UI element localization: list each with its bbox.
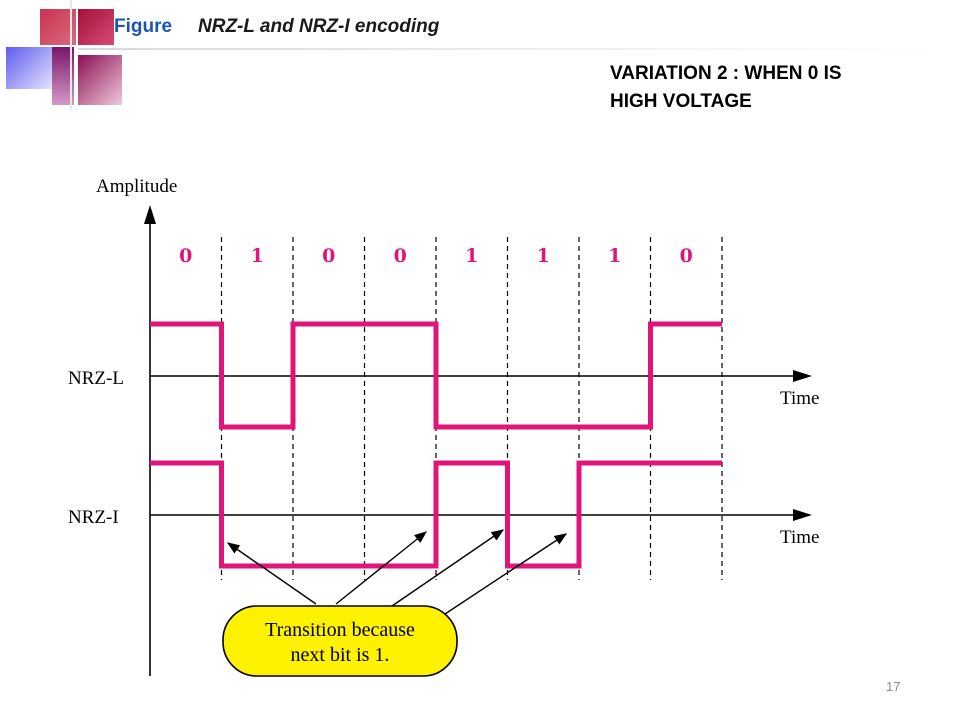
- callout-line-1: Transition because: [265, 619, 415, 641]
- callout-arrow-1: [226, 542, 317, 605]
- figure-title: NRZ-L and NRZ-I encoding: [198, 16, 440, 37]
- nrz-i-waveform: [150, 460, 722, 569]
- amplitude-label: Amplitude: [96, 176, 177, 197]
- callout-arrow-2: [335, 531, 427, 605]
- bit-value: 0: [322, 245, 335, 267]
- variation-note: VARIATION 2 : WHEN 0 IS HIGH VOLTAGE: [610, 60, 930, 116]
- bit-value: 1: [537, 245, 550, 267]
- amplitude-axis-arrowhead: [144, 205, 156, 224]
- bit-value: 1: [608, 245, 621, 267]
- nrz-l-time-label: Time: [780, 388, 819, 409]
- callout-arrow-4: [441, 533, 568, 617]
- bit-value: 0: [680, 245, 693, 267]
- nrz-i-time-arrowhead: [793, 509, 812, 521]
- callout-line-2: next bit is 1.: [291, 644, 390, 666]
- bit-labels: 0 1 0 0 1 1 1 0: [179, 245, 693, 267]
- nrz-l-time-arrowhead: [793, 370, 812, 382]
- callout-arrows: [226, 529, 568, 617]
- nrz-l-waveform: [150, 321, 722, 430]
- bit-dividers: [220, 237, 723, 580]
- title-bar: Figure NRZ-L and NRZ-I encoding: [78, 9, 938, 49]
- callout-arrow-3: [391, 529, 505, 607]
- nrz-i-label: NRZ-I: [68, 507, 119, 528]
- bit-value: 1: [465, 245, 478, 267]
- bit-value: 1: [251, 245, 264, 267]
- page-number: 17: [886, 679, 901, 694]
- bit-value: 0: [179, 245, 192, 267]
- variation-note-line-2: HIGH VOLTAGE: [610, 91, 752, 112]
- nrz-l-label: NRZ-L: [68, 368, 124, 389]
- callout-bubble: [222, 605, 458, 677]
- title-underline: [78, 48, 938, 50]
- figure-label: Figure: [114, 16, 173, 37]
- nrz-i-time-label: Time: [780, 527, 819, 548]
- bit-value: 0: [394, 245, 407, 267]
- variation-note-line-1: VARIATION 2 : WHEN 0 IS: [610, 63, 842, 84]
